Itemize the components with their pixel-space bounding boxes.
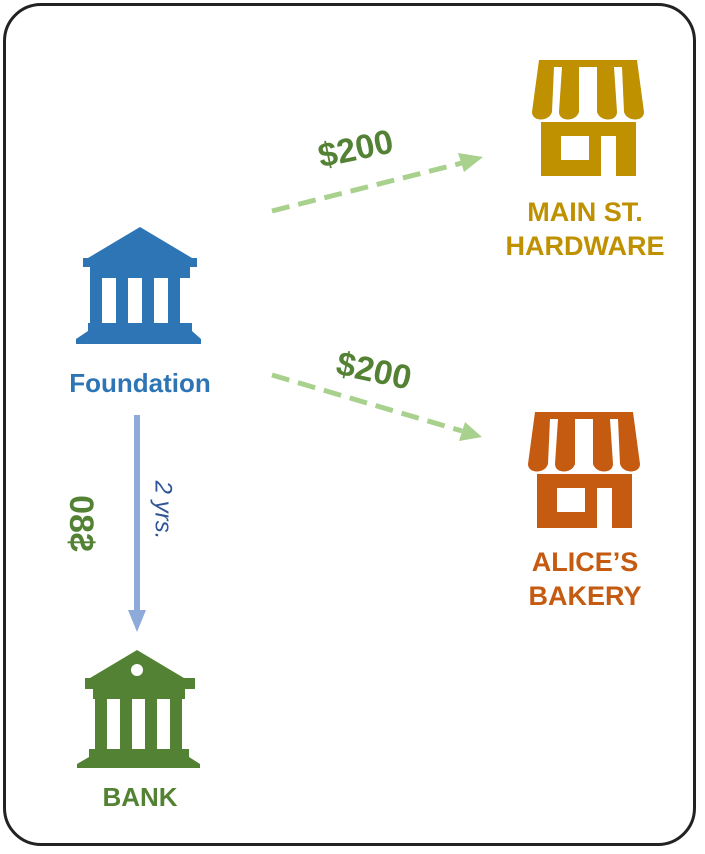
- bakery-label-line1: ALICE’S: [531, 547, 639, 577]
- arrow-to-bakery: [271, 372, 482, 441]
- hardware-label-line2: HARDWARE: [505, 231, 665, 261]
- loan-duration-label: 2 yrs.: [149, 480, 177, 540]
- bank-label: BANK: [102, 782, 178, 812]
- hardware-storefront-icon: [532, 60, 644, 176]
- bakery-storefront-icon: [528, 412, 640, 528]
- bank-icon: [77, 650, 200, 768]
- bakery-label: ALICE’S BAKERY: [480, 545, 690, 613]
- foundation-institution-icon: [76, 227, 201, 344]
- foundation-label: Foundation: [69, 368, 211, 398]
- bank-amount-label: $80: [61, 495, 100, 552]
- hardware-label-line1: MAIN ST.: [527, 197, 643, 227]
- bakery-label-line2: BAKERY: [528, 581, 642, 611]
- arrow-to-hardware: [271, 153, 483, 214]
- diagram-frame: [3, 3, 696, 846]
- arrow-to-bank: [128, 415, 146, 632]
- hardware-label: MAIN ST. HARDWARE: [480, 195, 690, 263]
